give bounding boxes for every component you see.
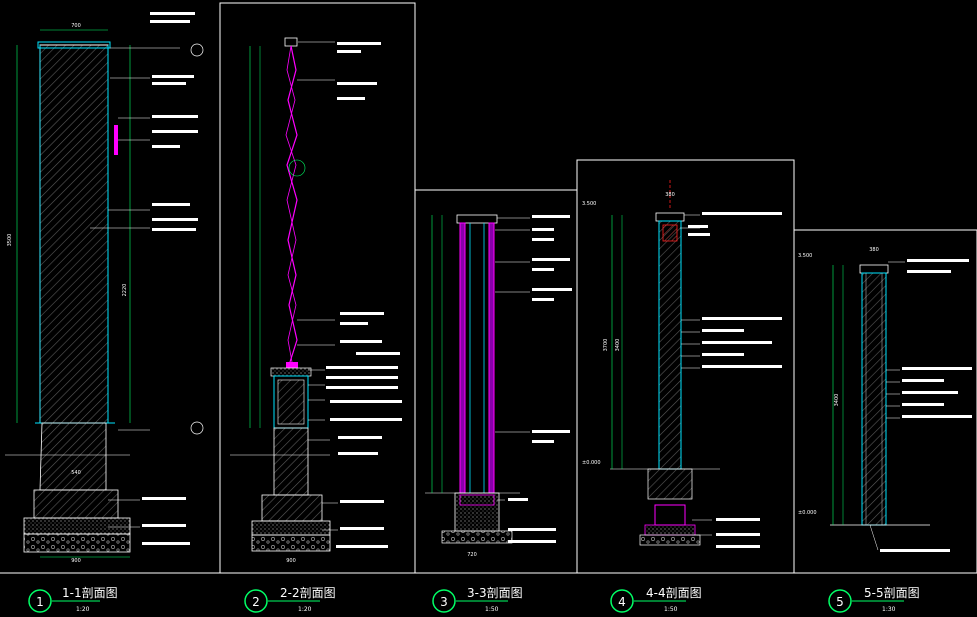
section-number: 4: [618, 595, 626, 609]
title-block-2: 2 2-2剖面图 1:20: [244, 586, 336, 613]
section-number-badge: [610, 589, 634, 613]
section-number: 5: [836, 595, 844, 609]
section-title: 4-4剖面图: [646, 586, 702, 600]
section-title: 3-3剖面图: [467, 586, 523, 600]
s4-level-top: 3.500: [582, 201, 596, 207]
section-scale: 1:50: [664, 606, 678, 613]
section-number: 2: [252, 595, 260, 609]
s4-height-dim: 3400: [615, 339, 621, 352]
s4-top-dim: 380: [665, 192, 675, 198]
section-title: 1-1剖面图: [62, 586, 118, 600]
s3-post-right: [488, 222, 495, 494]
section-number-badge: [28, 589, 52, 613]
section-1-drawing: 700 3500 2220 540 900: [5, 12, 204, 564]
title-block-1: 1 1-1剖面图 1:20: [28, 586, 118, 613]
section-scale: 1:30: [882, 606, 896, 613]
section-number-badge: [432, 589, 456, 613]
s5-column: [861, 272, 887, 526]
s3-width-dim: 720: [467, 552, 477, 558]
title-block-5: 5 5-5剖面图 1:30: [828, 586, 920, 613]
title-block-4: 4 4-4剖面图 1:50: [610, 586, 702, 613]
section-number: 1: [36, 595, 44, 609]
section-3-drawing: 720: [425, 214, 572, 558]
s2-led-cable: [286, 45, 298, 363]
section-4-drawing: 380 3700 3400 3.500 ±0.000: [582, 180, 782, 548]
frame-section-2: [219, 2, 416, 574]
section-title: 2-2剖面图: [280, 586, 336, 600]
s1-top-dim: 700: [71, 23, 81, 29]
s4-column: [658, 220, 682, 470]
section-number: 3: [440, 595, 448, 609]
section-5-drawing: 380 3400 3.500 ±0.000: [798, 247, 972, 552]
s1-base-dim: 900: [71, 558, 81, 564]
s1-mid-dim: 2220: [122, 284, 128, 297]
s3-post-left: [459, 222, 466, 494]
title-block-3: 3 3-3剖面图 1:50: [432, 586, 523, 613]
section-title: 5-5剖面图: [864, 586, 920, 600]
s5-level-base: ±0.000: [798, 510, 817, 516]
s4-total-dim: 3700: [603, 339, 609, 352]
section-scale: 1:20: [76, 606, 90, 613]
section-scale: 1:20: [298, 606, 312, 613]
s1-column: [39, 44, 109, 424]
s1-base-w-dim: 540: [71, 470, 81, 476]
s4-level-base: ±0.000: [582, 460, 601, 466]
s5-level-top: 3.500: [798, 253, 812, 259]
section-2-drawing: 900: [230, 37, 402, 564]
s1-height-dim: 3500: [7, 234, 13, 247]
section-number-badge: [828, 589, 852, 613]
s5-height-dim: 3400: [834, 394, 840, 407]
s2-base-dim: 900: [286, 558, 296, 564]
s1-led-strip: [114, 125, 118, 155]
section-number-badge: [244, 589, 268, 613]
s5-top-dim: 380: [869, 247, 879, 253]
section-scale: 1:50: [485, 606, 499, 613]
